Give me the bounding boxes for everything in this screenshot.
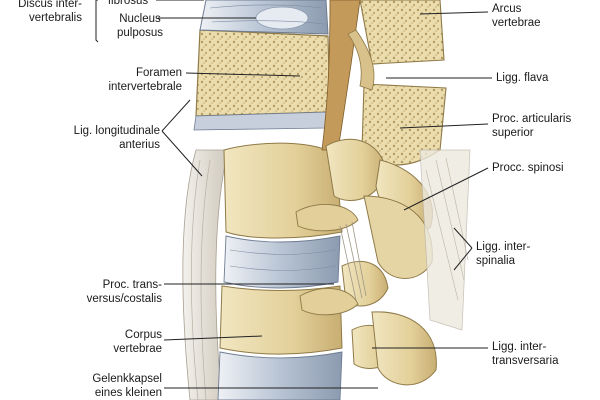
leader-procc-spinosi: [403, 167, 489, 211]
label-anulus-fibrosus: fibrosus: [107, 0, 149, 7]
intertransverse-ligaments: [339, 221, 367, 301]
intervertebral-disc-upper: [199, 0, 329, 35]
interspinous-ligaments: [419, 149, 471, 331]
leader-arcus: [419, 11, 489, 15]
sectioned-vertebral-body-upper: [195, 29, 331, 117]
leader-corpus: [163, 335, 263, 341]
label-ligg-intertransversaria: Ligg. inter-transversaria: [492, 341, 559, 367]
leader-proc-art: [399, 123, 489, 129]
leader-lig-long-ant-b: [161, 130, 203, 177]
leader-interspin-a: [453, 227, 473, 249]
leader-foramen: [185, 72, 301, 77]
intervertebral-disc-bottom: [217, 351, 343, 400]
label-proc-transversus: Proc. trans-versus/costalis: [86, 279, 162, 305]
label-ligg-flava: Ligg. flava: [496, 72, 549, 84]
ligamenta-flava-shape: [347, 29, 375, 91]
intervertebral-disc-lower: [223, 235, 341, 289]
brace-discus: [95, 0, 99, 43]
label-ligg-interspinalia: Ligg. inter-spinalia: [476, 241, 531, 267]
leader-lines: [95, 0, 492, 389]
transverse-process-shape: [295, 204, 359, 316]
leader-lig-long-ant-a: [161, 99, 191, 132]
label-procc-spinosi: Procc. spinosi: [492, 162, 564, 174]
nucleus-pulposus-shape: [255, 6, 309, 30]
vertebral-arch-upper: [359, 0, 447, 166]
label-discus-intervertebralis: Discus inter-vertebralis: [18, 0, 82, 24]
leader-interspin-b: [453, 247, 473, 271]
